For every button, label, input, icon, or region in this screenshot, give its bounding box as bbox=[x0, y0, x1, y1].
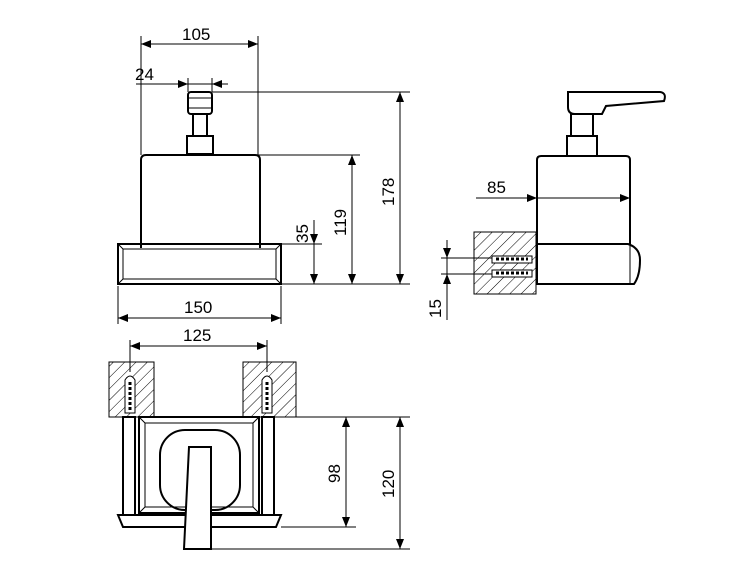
side-screws bbox=[491, 255, 533, 278]
top-anchors bbox=[124, 375, 273, 414]
dim-98-label: 98 bbox=[325, 464, 344, 483]
dim-150-label: 150 bbox=[184, 298, 212, 317]
side-bracket bbox=[536, 243, 642, 285]
top-arm-right bbox=[261, 416, 275, 516]
dim-105: 105 bbox=[140, 25, 259, 155]
dim-15: 15 bbox=[426, 240, 492, 320]
dim-85-label: 85 bbox=[487, 178, 506, 197]
side-collar bbox=[566, 135, 598, 157]
front-container bbox=[140, 154, 261, 248]
dim-24-label: 24 bbox=[135, 65, 154, 84]
dim-85: 85 bbox=[476, 178, 630, 202]
dim-35: 35 bbox=[293, 220, 318, 284]
dim-125-label: 125 bbox=[183, 326, 211, 345]
dim-125: 125 bbox=[129, 326, 268, 372]
side-container bbox=[536, 155, 631, 244]
dim-24: 24 bbox=[135, 65, 228, 92]
front-pump-collar bbox=[186, 135, 214, 155]
dim-15-label: 15 bbox=[426, 299, 445, 318]
dim-150: 150 bbox=[117, 286, 282, 324]
dim-120-label: 120 bbox=[379, 470, 398, 498]
top-lever bbox=[182, 446, 212, 550]
side-view: 85 15 bbox=[426, 91, 666, 320]
front-base-plate bbox=[117, 243, 282, 285]
top-view: 125 98 120 bbox=[108, 326, 410, 550]
top-base-edge bbox=[116, 514, 283, 528]
dim-119-label: 119 bbox=[331, 209, 350, 236]
side-stem bbox=[570, 113, 594, 137]
side-lever bbox=[567, 91, 666, 115]
dim-105-label: 105 bbox=[182, 25, 210, 44]
dim-98: 98 bbox=[325, 417, 350, 527]
dim-120: 120 bbox=[379, 417, 404, 549]
dim-178: 178 bbox=[379, 92, 404, 284]
front-knob-cap bbox=[187, 91, 213, 115]
dim-119: 119 bbox=[331, 155, 356, 284]
dim-178-label: 178 bbox=[379, 178, 398, 206]
dim-35-label: 35 bbox=[293, 224, 312, 243]
front-view: 105 24 35 119 bbox=[117, 25, 410, 324]
top-arm-left bbox=[122, 416, 136, 516]
front-stem bbox=[192, 113, 208, 137]
